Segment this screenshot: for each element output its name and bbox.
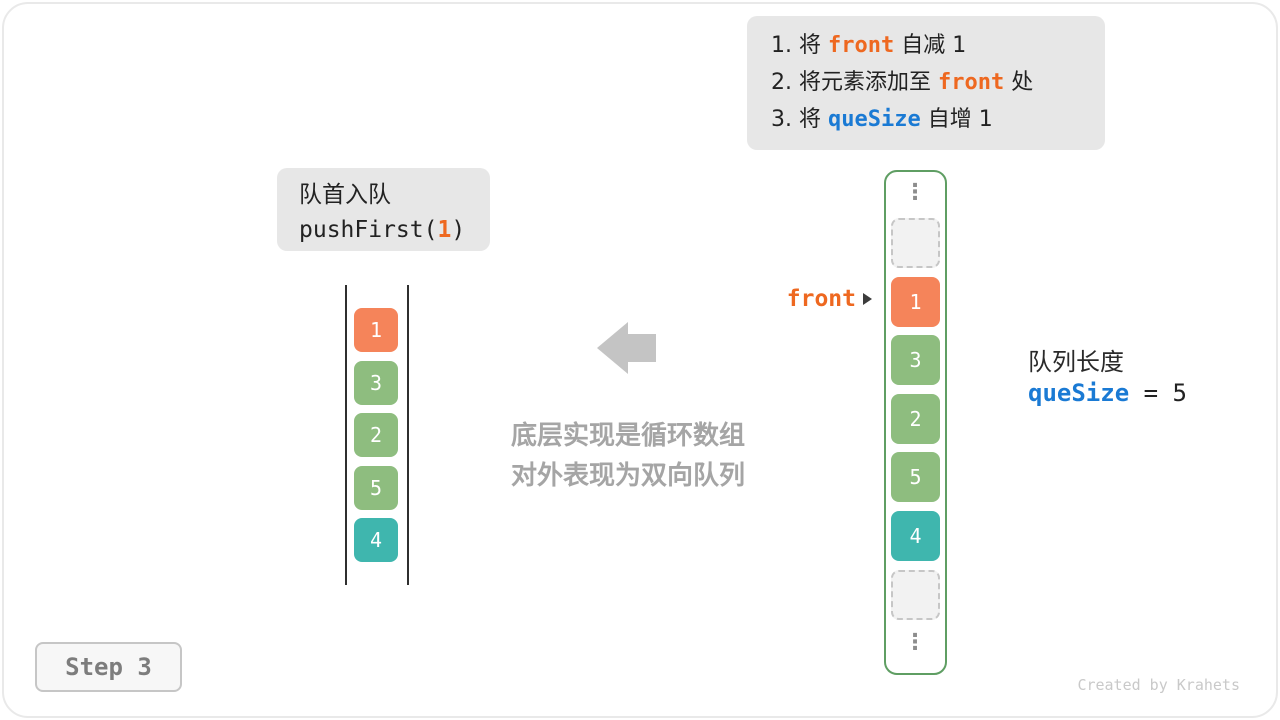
queue-length-label: 队列长度 [1028,348,1124,376]
abstract-deque: 1 3 2 5 4 [345,285,409,585]
ellipsis-top: ⋮ [904,180,927,205]
left-arrow-icon [597,322,657,374]
instruction-line-1: 1. 将 front 自减 1 [771,27,1081,64]
circular-array: ⋮ 1 3 2 5 4 ⋮ [884,170,947,675]
call-pre: pushFirst( [299,217,438,243]
note-line-2: 对外表现为双向队列 [510,461,745,491]
front-arrow-icon [863,293,872,305]
instr3-code-quesize: queSize [827,107,921,132]
call-arg: 1 [437,217,452,243]
queue-length-value: queSize = 5 [1028,379,1187,407]
array-cell: 4 [891,511,940,561]
instr3-pre: 3. 将 [771,107,828,132]
instruction-line-2: 2. 将元素添加至 front 处 [771,64,1081,101]
deque-cell: 3 [354,361,398,405]
instr2-code-front: front [937,70,1005,95]
operation-title: 队首入队 [299,182,391,208]
step-label: Step 3 [65,653,152,681]
array-cell-front: 1 [891,277,940,327]
instr1-code-front: front [827,33,895,58]
instr2-post: 处 [1004,70,1034,95]
array-cell: 5 [891,452,940,502]
deque-right-bar [407,285,409,585]
deque-cell: 4 [354,518,398,562]
quesize-rest: = 5 [1129,379,1187,407]
credit-text: Created by Krahets [1077,676,1240,694]
instruction-box: 1. 将 front 自减 1 2. 将元素添加至 front 处 3. 将 q… [747,16,1105,150]
instr2-pre: 2. 将元素添加至 [771,70,938,95]
quesize-var: queSize [1028,379,1130,407]
instruction-line-3: 3. 将 queSize 自增 1 [771,101,1081,138]
instr1-post: 自减 1 [894,33,967,58]
operation-call: pushFirst(1) [299,212,468,248]
deque-cell: 1 [354,308,398,352]
array-cell-empty [891,570,940,620]
instr3-post: 自增 1 [920,107,993,132]
array-cell-empty [891,218,940,268]
ellipsis-bottom: ⋮ [904,630,927,655]
operation-box: 队首入队 pushFirst(1) [277,168,490,251]
array-cell: 2 [891,394,940,444]
front-pointer: front [787,286,872,312]
array-cell: 3 [891,335,940,385]
step-badge: Step 3 [35,642,182,692]
deque-cell: 2 [354,413,398,457]
deque-left-bar [345,285,347,585]
call-post: ) [451,217,466,243]
note-line-1: 底层实现是循环数组 [510,421,745,451]
front-pointer-label: front [786,286,856,312]
deque-cell: 5 [354,466,398,510]
instr1-pre: 1. 将 [771,33,828,58]
